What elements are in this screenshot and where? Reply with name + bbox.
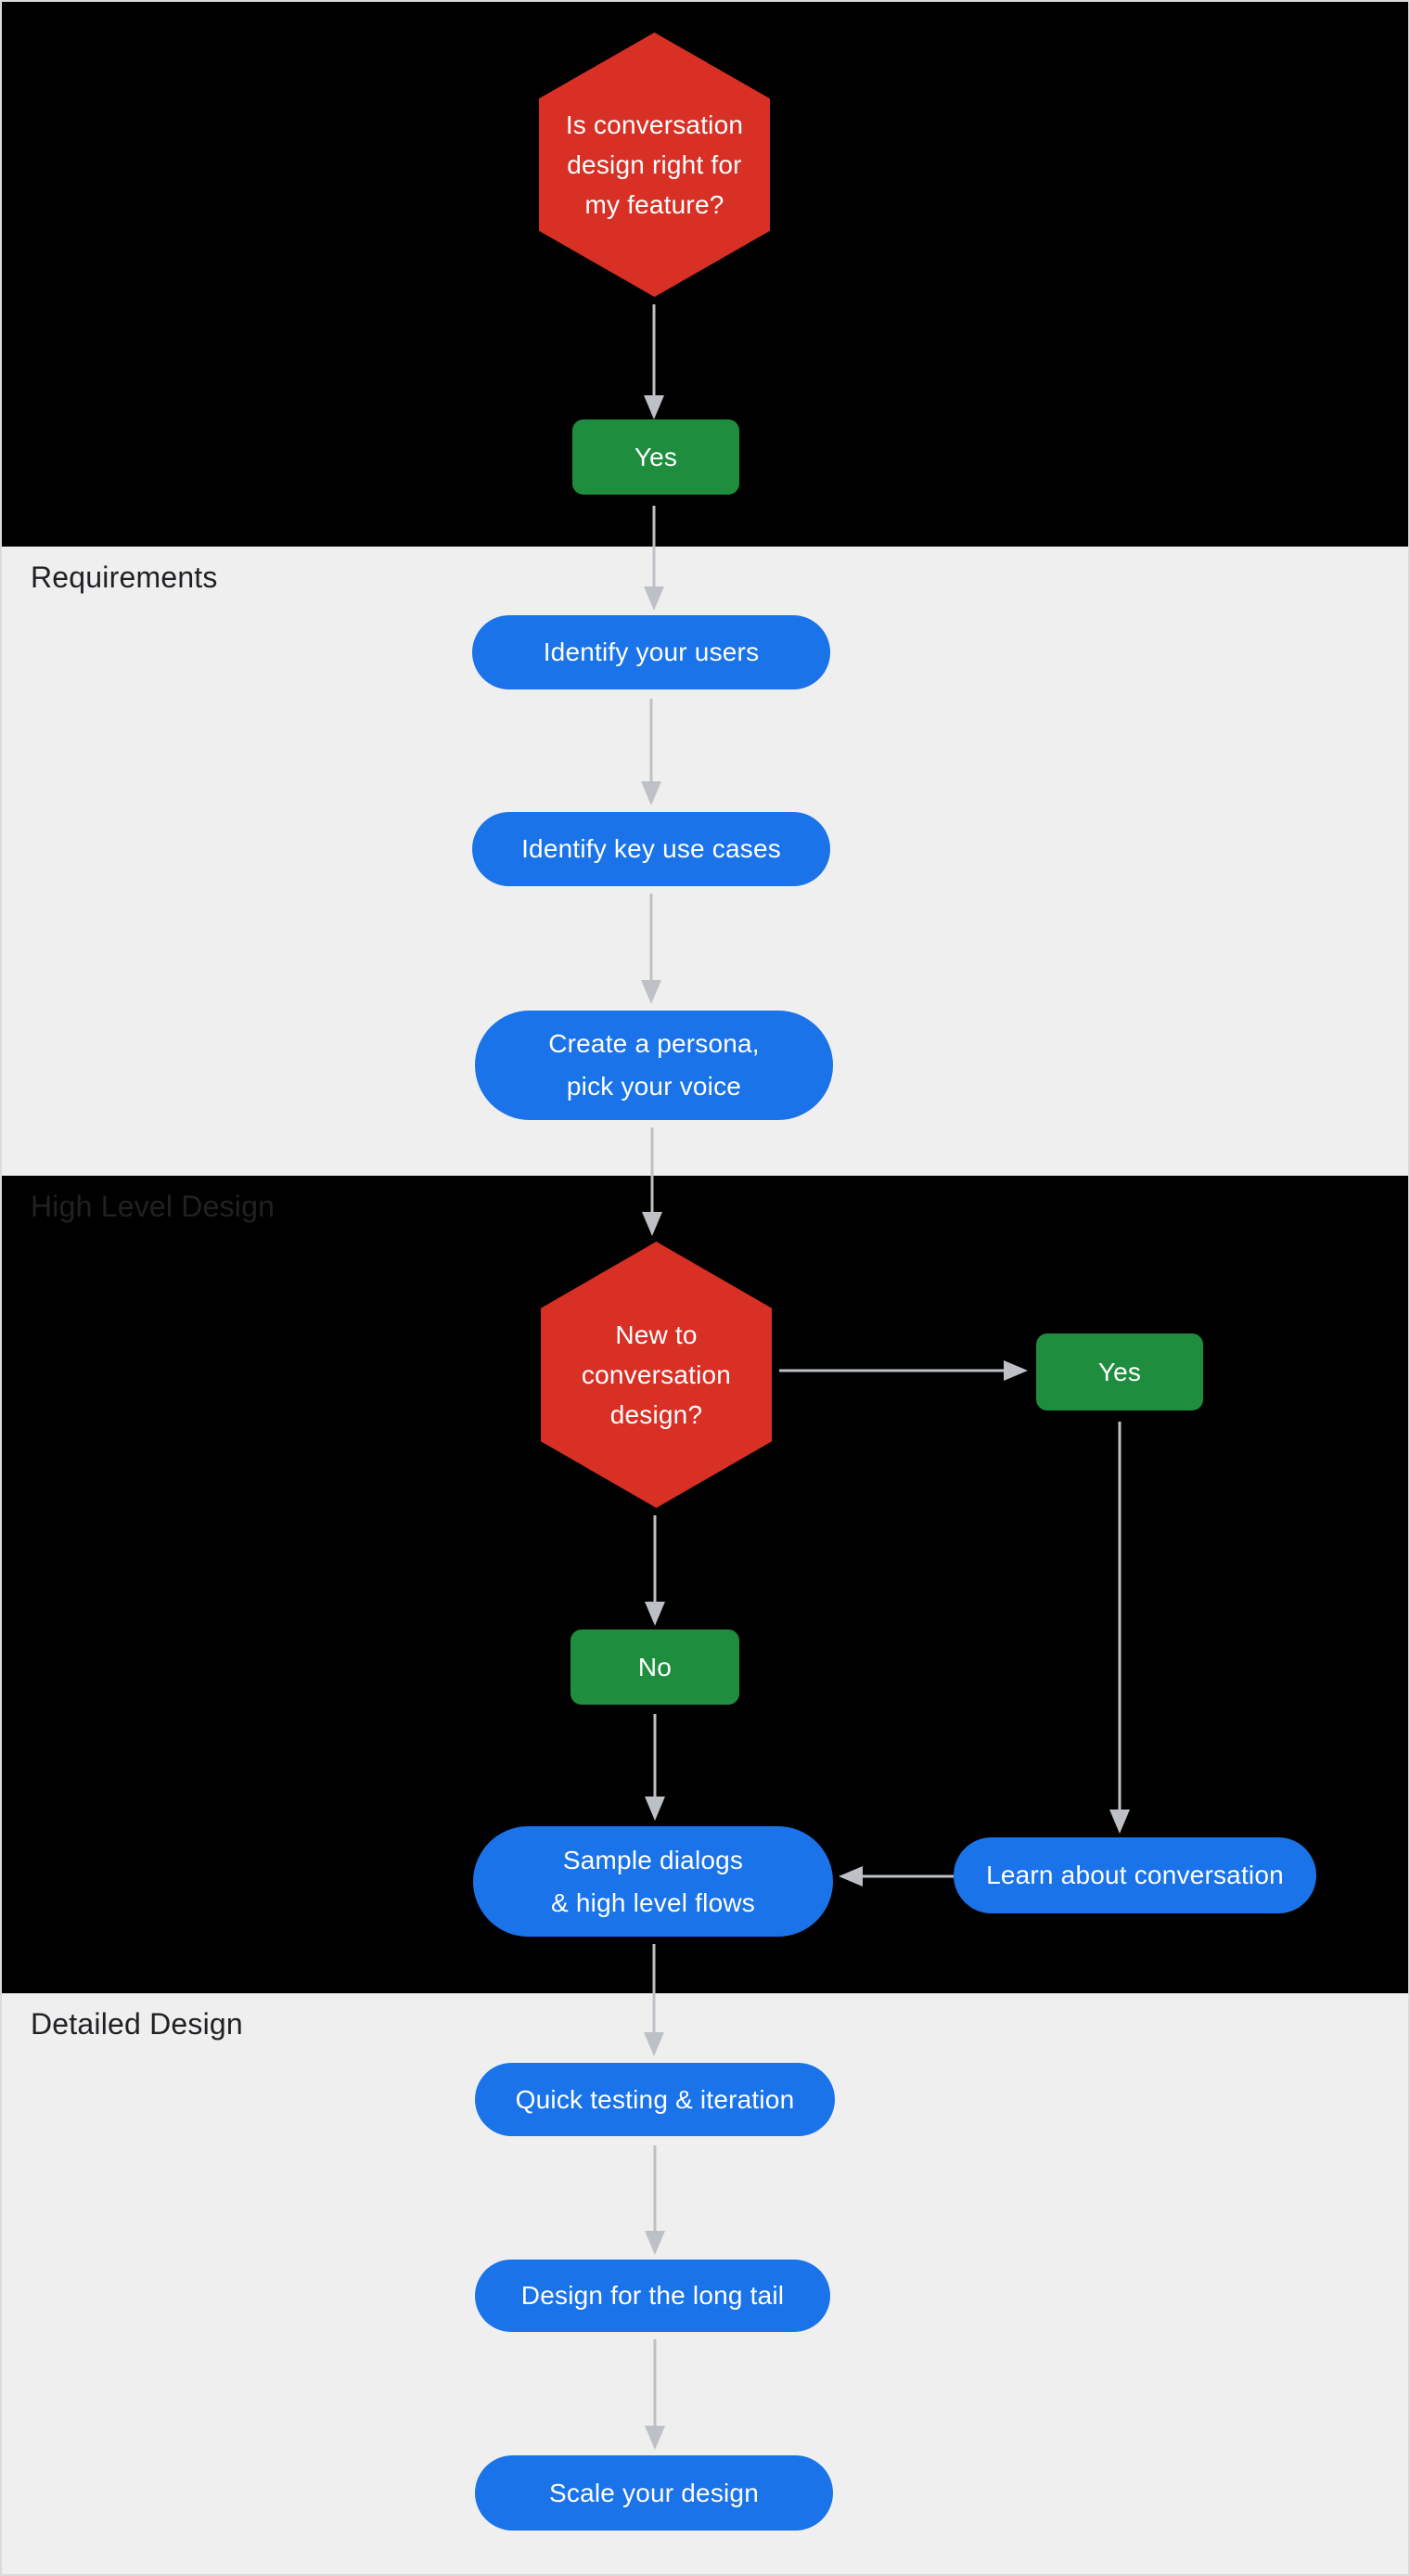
- step-node-create-persona: Create a persona, pick your voice: [475, 1011, 833, 1120]
- section-title-detailed-design: Detailed Design: [31, 2007, 243, 2041]
- step-node-label: Design for the long tail: [520, 2281, 785, 2310]
- step-node-label: Quick testing & iteration: [515, 2084, 795, 2114]
- answer-node-label: No: [637, 1652, 673, 1681]
- step-node-label: Create a persona, pick your voice: [548, 1029, 760, 1101]
- answer-node-yes: Yes: [572, 419, 739, 495]
- section-title-requirements: Requirements: [31, 560, 218, 594]
- section-title-high-level-design: High Level Design: [31, 1190, 276, 1223]
- step-node-quick-testing: Quick testing & iteration: [475, 2063, 835, 2136]
- decision-node-question-fit: Is conversation design right for my feat…: [539, 32, 770, 297]
- answer-node-label: Yes: [1097, 1357, 1142, 1386]
- step-node-design-long-tail: Design for the long tail: [475, 2260, 830, 2332]
- answer-node-no: No: [570, 1629, 739, 1705]
- step-node-learn-conversation: Learn about conversation: [954, 1837, 1316, 1913]
- step-node-label: Learn about conversation: [986, 1861, 1284, 1889]
- step-node-label: Identify key use cases: [521, 834, 781, 863]
- step-node-label: Scale your design: [549, 2478, 759, 2507]
- decision-node-label: Is conversation design right for my feat…: [565, 110, 744, 219]
- step-node-identify-users: Identify your users: [472, 615, 830, 689]
- step-node-label: Identify your users: [543, 638, 760, 666]
- step-node-sample-dialogs: Sample dialogs & high level flows: [473, 1826, 833, 1937]
- decision-node-new-to-design: New to conversation design?: [541, 1242, 772, 1508]
- answer-node-yes-new: Yes: [1036, 1333, 1203, 1410]
- answer-node-label: Yes: [634, 442, 678, 471]
- decision-node-label: New to conversation design?: [581, 1320, 732, 1429]
- step-node-label: Sample dialogs & high level flows: [551, 1845, 755, 1917]
- step-node-scale-design: Scale your design: [475, 2455, 833, 2531]
- step-node-identify-use-cases: Identify key use cases: [472, 812, 830, 886]
